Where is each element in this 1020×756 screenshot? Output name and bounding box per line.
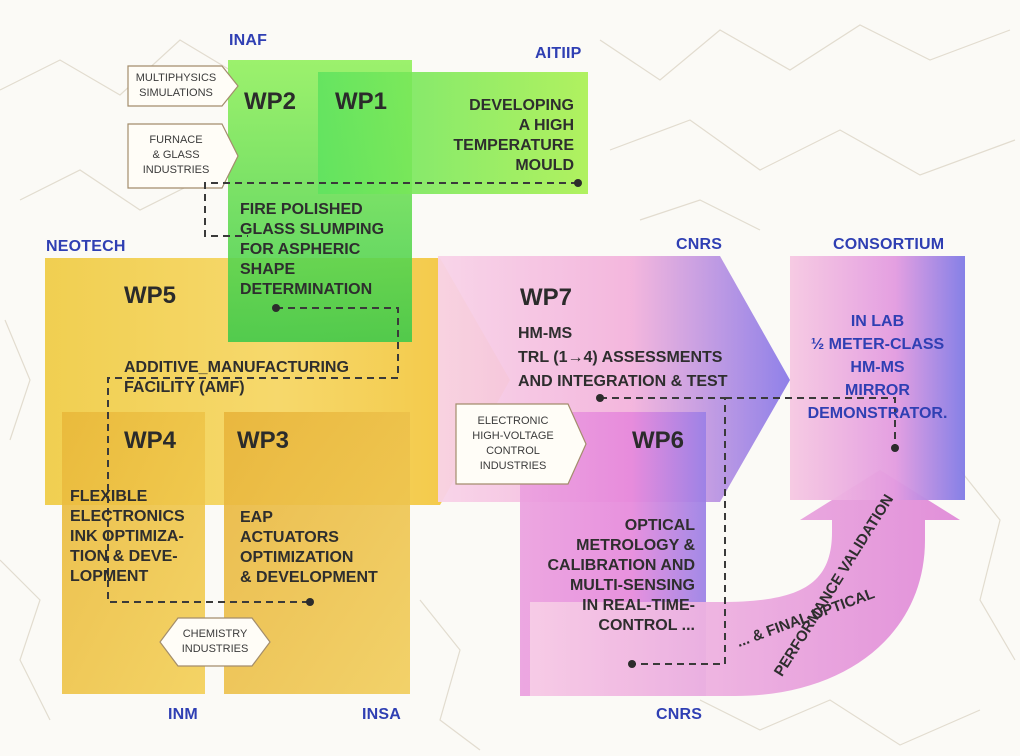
connector-dots: [272, 179, 899, 668]
org-inaf: INAF: [229, 32, 268, 49]
furnace-tag-shape: [127, 123, 239, 189]
furnace-tag: FURNACE & GLASS INDUSTRIES: [142, 134, 210, 176]
wp3-label: WP3: [237, 427, 290, 454]
wp2-label: WP2: [244, 88, 297, 115]
wp6-label: WP6: [632, 427, 685, 454]
wp4-description: FLEXIBLE ELECTRONICS INK OPTIMIZA- TION …: [70, 488, 185, 585]
wp7-description: HM-MS TRL (1→4) ASSESSMENTS AND INTEGRAT…: [518, 325, 728, 390]
org-neotech: NEOTECH: [46, 238, 126, 255]
org-insa: INSA: [362, 706, 402, 723]
org-aitiip: AITIIP: [535, 45, 582, 62]
org-consortium: CONSORTIUM: [833, 236, 945, 253]
consortium-description: IN LAB ½ METER-CLASS HM-MS MIRROR DEMONS…: [807, 313, 948, 422]
chemistry-tag-shape: [159, 617, 271, 667]
wp4-label: WP4: [124, 427, 177, 454]
wp1-description: DEVELOPING A HIGH TEMPERATURE MOULD: [453, 97, 574, 174]
electronic-tag: ELECTRONIC HIGH-VOLTAGE CONTROL INDUSTRI…: [472, 415, 554, 472]
dashed-connectors: [107, 182, 896, 665]
wp5-description: ADDITIVE_MANUFACTURING FACILITY (AMF): [124, 359, 349, 396]
chemistry-tag: CHEMISTRY INDUSTRIES: [181, 628, 249, 655]
org-cnrs-top: CNRS: [676, 236, 723, 253]
validation-arrow: [530, 470, 960, 696]
electronic-tag-shape: [455, 403, 587, 485]
consortium-box: [790, 256, 965, 500]
wp6-description: OPTICAL METROLOGY & CALIBRATION AND MULT…: [547, 517, 695, 634]
org-inm: INM: [168, 706, 198, 723]
background-texture: [0, 24, 1016, 751]
org-cnrs-bottom: CNRS: [656, 706, 703, 723]
wp5-label: WP5: [124, 282, 177, 309]
wp2-description: FIRE POLISHED GLASS SLUMPING FOR ASPHERI…: [240, 201, 385, 298]
multiphysics-tag-shape: [127, 65, 239, 107]
multiphysics-tag: MULTIPHYSICS SIMULATIONS: [135, 72, 217, 99]
wp3-description: EAP ACTUATORS OPTIMIZATION & DEVELOPMENT: [240, 509, 378, 586]
wp1-label: WP1: [335, 88, 388, 115]
wp7-label: WP7: [520, 284, 573, 311]
wp1-box: [318, 72, 588, 194]
